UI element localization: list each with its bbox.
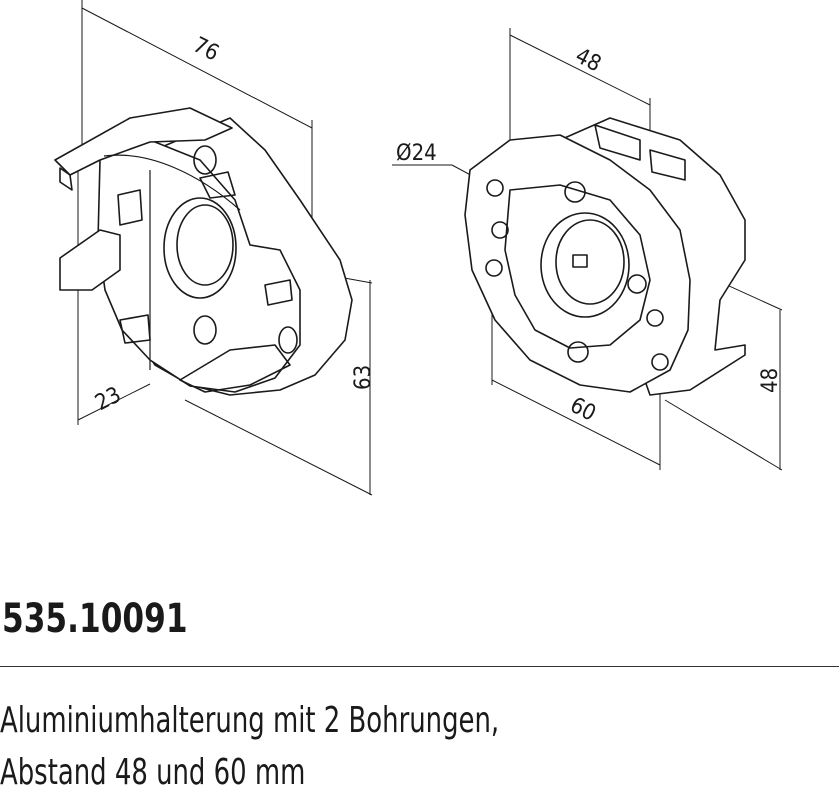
dim-bottom-60: 60 [566, 393, 600, 427]
dim-top-48: 48 [571, 44, 605, 78]
dim-side-48: 48 [758, 368, 783, 393]
description-line-1: Aluminiumhalterung mit 2 Bohrungen, [0, 700, 500, 741]
dim-diameter-24: Ø24 [396, 141, 437, 166]
dim-width-76: 76 [189, 33, 223, 67]
dim-height-63: 63 [351, 365, 376, 390]
description-line-2: Abstand 48 und 60 mm [0, 752, 306, 793]
article-number: 535.10091 [2, 596, 188, 642]
left-bracket-view [54, 0, 373, 496]
technical-drawing: 76 23 63 48 Ø24 60 48 [54, 0, 783, 496]
divider [0, 666, 839, 667]
right-bracket-view [392, 28, 783, 471]
